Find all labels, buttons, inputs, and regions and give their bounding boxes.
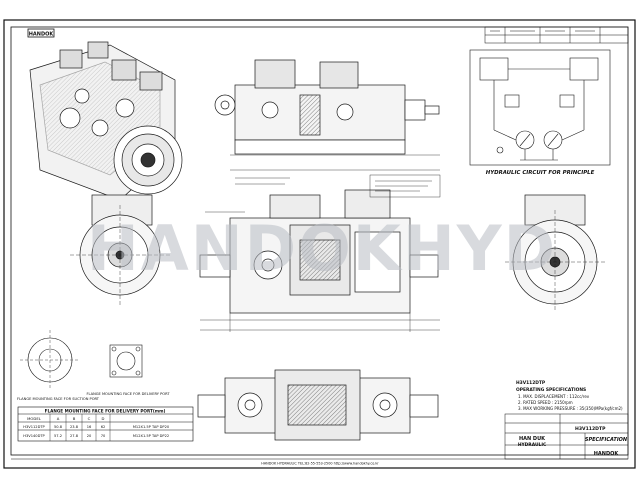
- table-header-cell: A: [57, 416, 60, 421]
- table-header-cell: B: [73, 416, 76, 421]
- table-cell: M12X1.5P TAP DP22: [133, 434, 169, 438]
- table-cell: 70: [101, 434, 106, 438]
- spec-line: 1. MAX. DISPLACEMENT : 112cc/rev: [518, 394, 590, 399]
- table-cell: H3V140DTP: [23, 434, 45, 438]
- brand-logo: HANDOK: [27, 28, 55, 38]
- hydraulic-circuit-title: HYDRAULIC CIRCUIT FOR PRINCIPLE: [486, 170, 595, 176]
- brand-logo-text: HANDOK: [29, 32, 55, 38]
- table-header-cell: C: [88, 416, 91, 421]
- spec-line: 2. RATED SPEED : 2150rpm: [518, 400, 573, 405]
- title-block: [504, 413, 629, 460]
- table-cell: 20: [87, 434, 92, 438]
- flange-suction-view: [20, 330, 80, 390]
- table-header-cell: MODEL: [27, 416, 42, 421]
- right-end-view: [505, 194, 605, 312]
- top-view-pump: [214, 59, 440, 171]
- table-cell: 16: [87, 425, 92, 429]
- table-cell: H3V112DTP: [23, 425, 45, 429]
- footer-company-info: HANDOK HYDRAULIC TEL:82-55-553-2500 http…: [261, 462, 379, 466]
- isometric-pump-view: [29, 41, 183, 201]
- title-block-company: HAN DUK: [519, 436, 546, 442]
- table-cell: 23.8: [70, 425, 79, 429]
- bottom-view-pump: [197, 369, 439, 441]
- flange-delivery-caption: FLANGE MOUNTING FACE FOR DELIVERY PORT: [86, 392, 170, 396]
- annotation-notes: [205, 174, 441, 213]
- outer-border: [3, 19, 636, 469]
- flange-table-title: FLANGE MOUNTING FACE FOR DELIVERY PORT(m…: [45, 409, 166, 414]
- title-block-logo: HANDOK: [594, 451, 620, 457]
- flange-delivery-view: [109, 344, 143, 378]
- table-header-cell: D: [102, 416, 105, 421]
- spec-model: H3V112DTP: [516, 380, 546, 386]
- title-block-company-2: HYDRAULIC: [518, 442, 546, 448]
- left-end-view: [70, 194, 170, 305]
- spec-title: OPERATING SPECIFICATIONS: [516, 387, 586, 393]
- table-cell: M12X1.5P TAP DP20: [133, 425, 170, 429]
- table-cell: 62: [101, 425, 106, 429]
- flange-suction-caption: FLANGE MOUNTING FACE FOR SUCTION PORT: [17, 397, 100, 401]
- title-block-doc-title: SPECIFICATION: [585, 437, 628, 443]
- table-cell: 57.2: [54, 434, 62, 438]
- flange-table: FLANGE MOUNTING FACE FOR DELIVERY PORT(m…: [17, 406, 194, 442]
- revision-block: [484, 26, 629, 44]
- watermark: HANDOKHYD: [87, 212, 557, 285]
- title-block-part-no: H3V112DTP: [575, 426, 606, 432]
- spec-line: 3. MAX WORKING PRESSURE : 35(350)MPa(kgf…: [518, 406, 623, 411]
- front-view-pump: [199, 189, 440, 332]
- hydraulic-circuit-diagram: [469, 49, 611, 166]
- specifications-block: H3V112DTP OPERATING SPECIFICATIONS 1. MA…: [516, 380, 623, 411]
- table-cell: 27.8: [70, 434, 79, 438]
- table-cell: 50.8: [54, 425, 63, 429]
- inner-border: [10, 26, 629, 456]
